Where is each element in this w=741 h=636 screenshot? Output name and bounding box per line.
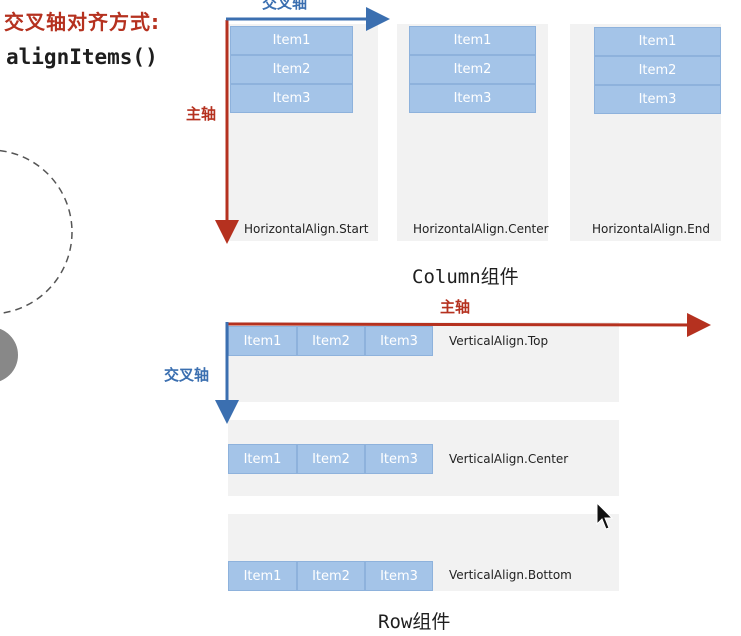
column-panel-center: Item1 Item2 Item3 HorizontalAlign.Center [397, 24, 549, 241]
row-panel-bottom: Item1 Item2 Item3 VerticalAlign.Bottom [228, 514, 619, 591]
column-panel-end: Item1 Item2 Item3 HorizontalAlign.End [570, 24, 721, 241]
item-box: Item2 [594, 56, 721, 85]
grey-circle-shape [0, 328, 18, 382]
dashed-circle-shape [0, 149, 73, 315]
item-box: Item3 [594, 85, 721, 114]
column-caption: Column组件 [412, 266, 519, 288]
method-name: alignItems() [6, 45, 158, 69]
item-box: Item2 [297, 326, 365, 356]
row-main-axis-label: 主轴 [440, 298, 471, 316]
item-box: Item1 [409, 26, 536, 55]
item-box: Item3 [365, 326, 433, 356]
item-box: Item2 [297, 561, 365, 591]
item-box: Item1 [228, 326, 297, 356]
item-box: Item2 [230, 55, 353, 84]
item-box: Item1 [230, 26, 353, 55]
align-label: HorizontalAlign.Center [413, 222, 549, 236]
item-box: Item1 [228, 444, 297, 474]
row-panel-center: Item1 Item2 Item3 VerticalAlign.Center [228, 420, 619, 496]
column-panel-start: Item1 Item2 Item3 HorizontalAlign.Start [228, 24, 378, 241]
slide-title: 交叉轴对齐方式: [4, 10, 160, 34]
row-main-axis-arrow [225, 312, 711, 337]
item-box: Item3 [409, 84, 536, 113]
item-box: Item1 [228, 561, 297, 591]
item-box: Item3 [230, 84, 353, 113]
align-label: HorizontalAlign.Start [244, 222, 369, 236]
align-label: VerticalAlign.Center [449, 452, 569, 466]
item-box: Item1 [594, 27, 721, 56]
row-caption: Row组件 [378, 611, 451, 633]
item-box: Item3 [365, 444, 433, 474]
item-box: Item2 [297, 444, 365, 474]
row-panel-top: Item1 Item2 Item3 VerticalAlign.Top [228, 322, 619, 402]
align-label: VerticalAlign.Top [449, 334, 549, 348]
mouse-cursor-icon [596, 501, 614, 530]
align-label: HorizontalAlign.End [592, 222, 710, 236]
column-cross-axis-label: 交叉轴 [262, 0, 308, 12]
item-box: Item3 [365, 561, 433, 591]
item-box: Item2 [409, 55, 536, 84]
column-main-axis-label: 主轴 [186, 105, 217, 123]
row-cross-axis-label: 交叉轴 [164, 366, 210, 384]
align-label: VerticalAlign.Bottom [449, 568, 572, 582]
